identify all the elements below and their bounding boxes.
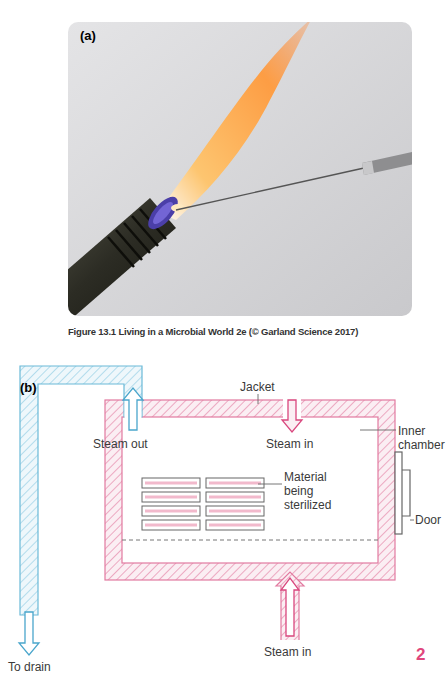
part-label: Steam out (93, 437, 163, 451)
part-label: To drain (8, 660, 68, 674)
part-label: Steam in (264, 645, 324, 659)
part-label: Door (415, 513, 447, 527)
part-label: Material being sterilized (284, 470, 350, 512)
figure-caption: Figure 13.1 Living in a Microbial World … (68, 326, 358, 338)
photo-burner (68, 22, 412, 316)
panel-label: (a) (80, 28, 120, 44)
page-number: 2 (416, 645, 441, 665)
panel-label: (b) (20, 380, 60, 396)
part-label: Inner chamber (398, 424, 446, 452)
part-label: Jacket (240, 380, 300, 394)
autoclave (19, 366, 414, 655)
part-label: Steam in (266, 437, 326, 451)
